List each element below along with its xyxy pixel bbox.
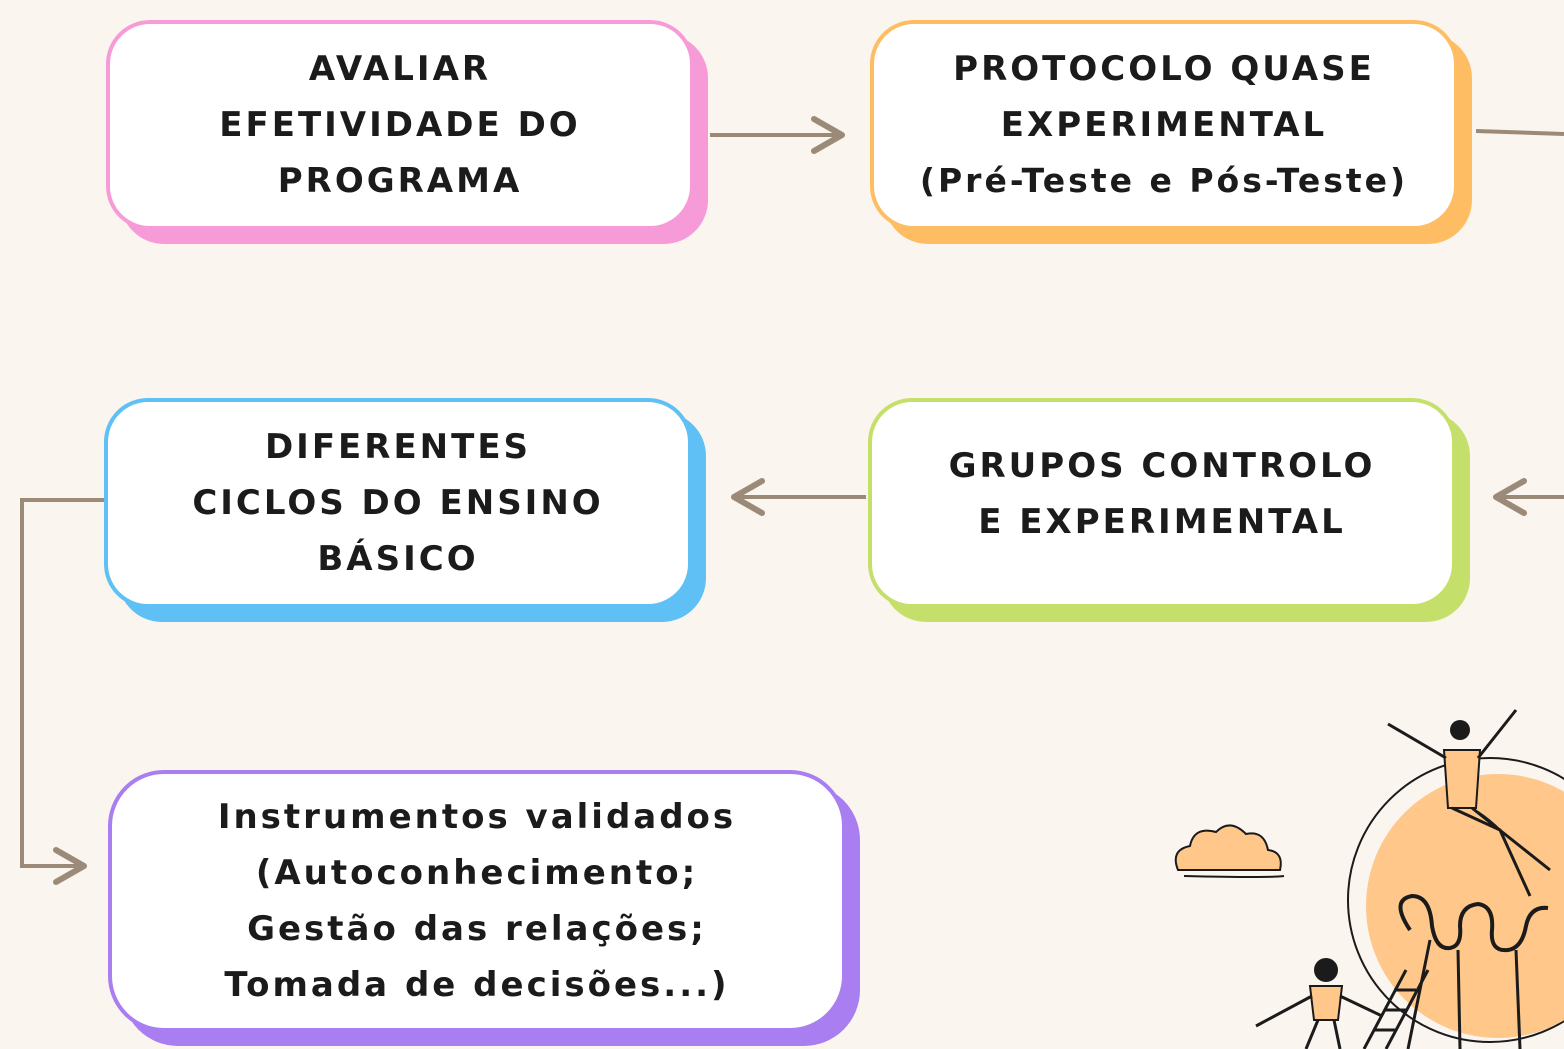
box-face: DIFERENTES CICLOS DO ENSINO BÁSICO xyxy=(104,398,692,608)
arrow-ciclos-to-instrumentos xyxy=(20,498,104,885)
box-text-line: GRUPOS CONTROLO xyxy=(948,446,1376,486)
connector-protocolo-to-right xyxy=(1475,129,1564,136)
box-text-line: PROGRAMA xyxy=(277,161,523,201)
box-face: AVALIAR EFETIVIDADE DO PROGRAMA xyxy=(106,20,694,230)
box-text-line: Tomada de decisões...) xyxy=(224,965,730,1005)
box-text-line: E EXPERIMENTAL xyxy=(978,502,1346,542)
box-text-line: CICLOS DO ENSINO xyxy=(192,483,604,523)
box-text-line: EFETIVIDADE DO xyxy=(219,105,581,145)
person-cheering-icon xyxy=(1387,709,1551,897)
box-text-line: EXPERIMENTAL xyxy=(1000,105,1328,145)
box-grupos-controlo: GRUPOS CONTROLO E EXPERIMENTAL xyxy=(868,398,1470,622)
lightbulb-people-illustration xyxy=(1174,709,1564,1049)
box-face: GRUPOS CONTROLO E EXPERIMENTAL xyxy=(868,398,1456,608)
box-text-line: DIFERENTES xyxy=(264,427,532,467)
box-instrumentos-validados: Instrumentos validados (Autoconhecimento… xyxy=(108,770,860,1046)
box-protocolo-quase-experimental: PROTOCOLO QUASE EXPERIMENTAL (Pré-Teste … xyxy=(870,20,1472,244)
box-diferentes-ciclos: DIFERENTES CICLOS DO ENSINO BÁSICO xyxy=(104,398,706,622)
box-avaliar-efetividade: AVALIAR EFETIVIDADE DO PROGRAMA xyxy=(106,20,708,244)
box-text-line: PROTOCOLO QUASE xyxy=(953,49,1375,89)
box-face: Instrumentos validados (Autoconhecimento… xyxy=(108,770,846,1032)
box-text-line: BÁSICO xyxy=(317,539,479,579)
box-text-line: Instrumentos validados xyxy=(217,797,737,837)
box-text-line: Gestão das relações; xyxy=(247,909,707,949)
cloud-icon xyxy=(1174,824,1285,878)
box-text-line: (Pré-Teste e Pós-Teste) xyxy=(919,161,1409,200)
box-text-line: AVALIAR xyxy=(308,49,492,89)
ladder-icon xyxy=(1362,969,1430,1049)
box-text-line: (Autoconhecimento; xyxy=(255,853,699,893)
person-climbing-icon xyxy=(1255,958,1383,1049)
box-face: PROTOCOLO QUASE EXPERIMENTAL (Pré-Teste … xyxy=(870,20,1458,230)
